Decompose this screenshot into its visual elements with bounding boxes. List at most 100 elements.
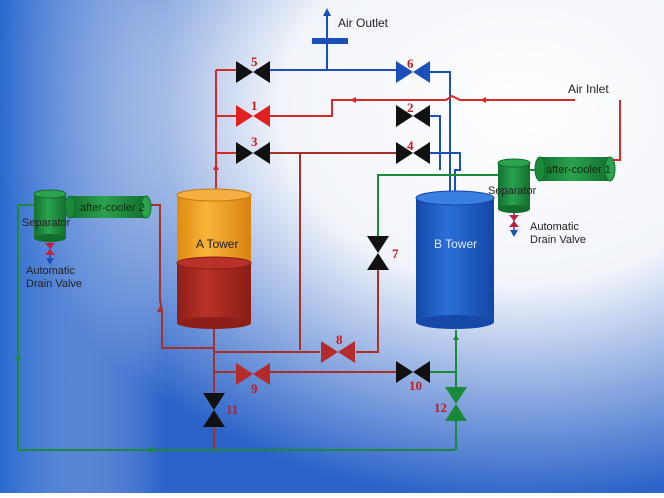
valve-5-icon bbox=[253, 61, 270, 83]
valve8-right-pipe bbox=[356, 270, 379, 353]
valve-9[interactable]: 9 bbox=[236, 363, 270, 396]
drain-right-valve-icon bbox=[509, 215, 519, 221]
a-tower: A Tower bbox=[176, 188, 252, 329]
valve-4-icon bbox=[413, 142, 430, 164]
valve-11[interactable]: 11 bbox=[203, 393, 238, 427]
air-inlet-pipe bbox=[270, 94, 575, 117]
valve-7-icon bbox=[367, 253, 389, 270]
valve-12-number: 12 bbox=[434, 400, 447, 415]
valve-7[interactable]: 7 bbox=[367, 236, 399, 270]
valve-11-icon bbox=[203, 393, 225, 410]
valve-6-icon bbox=[396, 61, 413, 83]
drain-right-label-2: Drain Valve bbox=[530, 234, 586, 246]
separator-left-top bbox=[33, 189, 67, 199]
valve-5-icon bbox=[236, 61, 253, 83]
valve-7-icon bbox=[367, 236, 389, 253]
valve-5[interactable]: 5 bbox=[236, 54, 270, 83]
drain-left-label-1: Automatic bbox=[26, 265, 75, 277]
valve-4[interactable]: 4 bbox=[396, 138, 430, 164]
valve-1-icon bbox=[253, 105, 270, 127]
valve-7-number: 7 bbox=[392, 246, 399, 261]
drain-right-valve-icon-b bbox=[509, 221, 519, 227]
a-tower-divider bbox=[176, 256, 252, 270]
aftercooler-right-label: after-cooler 1 bbox=[546, 164, 611, 176]
separator-left-label: Separator bbox=[22, 217, 71, 229]
separator-left bbox=[34, 194, 66, 238]
valve-2-icon bbox=[413, 105, 430, 127]
valve-10-icon bbox=[396, 361, 413, 383]
b-tower: B Tower bbox=[415, 190, 495, 329]
drain-left-valve-icon-b bbox=[45, 249, 55, 255]
valve-12-icon bbox=[445, 387, 467, 404]
valve-1-number: 1 bbox=[251, 98, 258, 113]
valve-2[interactable]: 2 bbox=[396, 100, 430, 127]
drain-left-arrow-icon bbox=[46, 258, 54, 265]
drain-right-label-1: Automatic bbox=[530, 221, 579, 233]
valve-3[interactable]: 3 bbox=[236, 134, 270, 164]
a-tower-top bbox=[176, 188, 252, 202]
valve-8-number: 8 bbox=[336, 332, 343, 347]
valve-6[interactable]: 6 bbox=[396, 56, 430, 83]
return-arrow bbox=[15, 354, 21, 360]
right-separator-group: Separator after-cooler 1 Automatic Drain… bbox=[488, 156, 616, 246]
valve-8[interactable]: 8 bbox=[321, 332, 355, 363]
inlet-arrow-1 bbox=[480, 97, 486, 103]
b-tower-body bbox=[416, 198, 494, 322]
valve-8-icon bbox=[321, 341, 338, 363]
air-outlet-label: Air Outlet bbox=[338, 16, 389, 30]
valve-2-icon bbox=[396, 105, 413, 127]
air-outlet-bar bbox=[312, 38, 348, 44]
separator-right-label: Separator bbox=[488, 185, 537, 197]
valve-4-icon bbox=[396, 142, 413, 164]
valve-11-icon bbox=[203, 410, 225, 427]
left-separator-group: Separator after-cooler 2 Automatic Drain… bbox=[22, 189, 152, 290]
valve-3-icon bbox=[236, 142, 253, 164]
b-tower-base bbox=[416, 315, 494, 329]
a-tower-lower bbox=[177, 263, 251, 323]
valve4-blue-pipe bbox=[430, 152, 461, 195]
drain-arrow bbox=[150, 447, 156, 453]
aftercooler-left bbox=[70, 196, 146, 218]
aftercooler-right-start bbox=[534, 156, 546, 182]
aftercooler-right-end bbox=[604, 156, 616, 182]
valve-5-number: 5 bbox=[251, 54, 258, 69]
a-tower-label: A Tower bbox=[196, 237, 238, 251]
separator-right-base bbox=[498, 205, 530, 213]
valve-6-icon bbox=[413, 61, 430, 83]
valve-3-icon bbox=[253, 142, 270, 164]
left-return-pipe bbox=[17, 204, 34, 450]
air-inlet-label: Air Inlet bbox=[568, 82, 609, 96]
air-outlet-arrow-icon bbox=[323, 8, 331, 16]
drain-left-valve-icon bbox=[45, 243, 55, 249]
valve-6-number: 6 bbox=[407, 56, 414, 71]
valve-1[interactable]: 1 bbox=[236, 98, 270, 127]
valve-10-icon bbox=[413, 361, 430, 383]
valve-10[interactable]: 10 bbox=[396, 361, 430, 393]
cooler2-arrow bbox=[157, 306, 163, 312]
drain-left-label-2: Drain Valve bbox=[26, 278, 82, 290]
separator-left-base bbox=[34, 234, 66, 242]
valve7-green-pipe bbox=[377, 174, 498, 236]
valve8-left-pipe bbox=[213, 348, 320, 353]
inlet-drop-pipe bbox=[612, 100, 621, 161]
aftercooler-left-end bbox=[140, 195, 152, 219]
valve-3-number: 3 bbox=[251, 134, 258, 149]
aftercooler-right bbox=[540, 157, 610, 181]
valve-9-number: 9 bbox=[251, 381, 258, 396]
valve-8-icon bbox=[338, 341, 355, 363]
a-tower-upper bbox=[177, 195, 251, 263]
b-tower-arrow bbox=[453, 334, 459, 340]
a-tower-base bbox=[177, 317, 251, 329]
drain-right-arrow-icon bbox=[510, 230, 518, 237]
valve-12[interactable]: 12 bbox=[434, 387, 467, 421]
flow-arrows bbox=[15, 97, 486, 453]
inlet-arrow-2 bbox=[350, 97, 356, 103]
b-tower-label: B Tower bbox=[434, 237, 477, 251]
valve-2-number: 2 bbox=[407, 100, 414, 115]
b-tower-top bbox=[415, 190, 495, 206]
valve-10-number: 10 bbox=[409, 378, 422, 393]
